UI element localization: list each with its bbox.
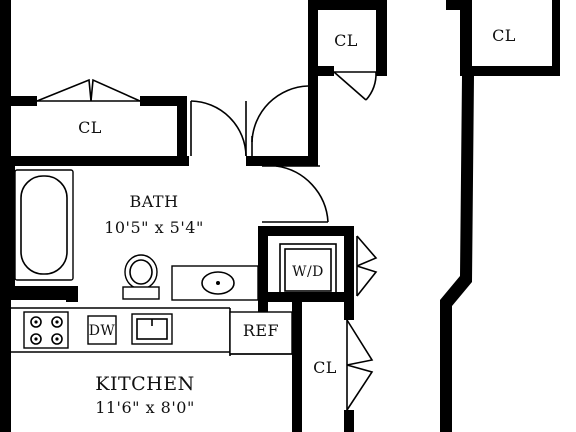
bath-inner-door-swing: [262, 165, 329, 223]
bathtub: [14, 169, 74, 281]
wd-right-wall: [344, 226, 354, 302]
wd-bottom-wall: [258, 292, 354, 302]
washer-dryer-label: W/D: [292, 264, 324, 280]
bath-right-wall: [258, 226, 268, 354]
walls: [0, 0, 560, 432]
right-angled-wall: [440, 76, 474, 432]
bath-kitchen-wall-right: [66, 286, 78, 302]
closet-top-center-top-stub: [318, 0, 376, 10]
closet-top-right-top-wall: [446, 0, 468, 10]
bath-label: BATH: [129, 192, 178, 211]
closet-top-right-bottom-wall: [460, 66, 552, 76]
dishwasher-label: DW: [89, 323, 116, 339]
closet-bottom-label: CL: [313, 358, 337, 377]
closet-left-doors: [36, 78, 141, 102]
closet-top-center-label: CL: [334, 31, 358, 50]
left-exterior-wall: [0, 0, 11, 432]
closet-left-top-wall-right: [140, 96, 180, 106]
closet-top-center-left-wall: [308, 0, 318, 166]
closet-left-right-wall: [177, 96, 187, 166]
closet-top-center-bottom-wall: [318, 66, 334, 76]
bath-dimensions-label: 10'5" x 5'4": [104, 218, 204, 237]
vanity-sink: [171, 265, 259, 301]
closet-bottom-right-wall-lower: [344, 410, 354, 432]
refrigerator-label: REF: [243, 321, 279, 340]
bath-kitchen-wall: [11, 286, 77, 300]
closet-left-label: CL: [78, 118, 102, 137]
kitchen-sink: [131, 313, 173, 345]
washer-dryer-unit: [279, 243, 337, 297]
wd-top-wall: [258, 226, 354, 236]
closet-bottom-right-wall: [344, 302, 354, 320]
refrigerator: [229, 311, 293, 355]
dishwasher: [87, 315, 117, 345]
bath-left-wall: [11, 166, 15, 286]
hall-door-swing: [251, 85, 311, 156]
closet-bottom-left-wall: [292, 302, 302, 432]
toilet: [122, 254, 160, 300]
closet-top-right-left-stub: [460, 0, 472, 76]
closet-left-bottom-wall: [11, 156, 189, 166]
closet-top-right-right-wall: [552, 0, 560, 76]
closet-bottom-doors: [346, 319, 374, 411]
kitchen-dimensions-label: 11'6" x 8'0": [95, 398, 195, 417]
kitchen-label: KITCHEN: [95, 373, 194, 395]
closet-left-top-wall: [11, 96, 37, 106]
closet-top-door-swing: [333, 71, 377, 101]
wd-bifold-doors: [356, 235, 378, 297]
bath-door-header-wall: [246, 156, 310, 166]
cooktop: [23, 311, 69, 349]
closet-top-right-label: CL: [492, 26, 516, 45]
closet-top-center-right-wall: [376, 0, 387, 76]
bath-door-swing: [190, 100, 247, 157]
